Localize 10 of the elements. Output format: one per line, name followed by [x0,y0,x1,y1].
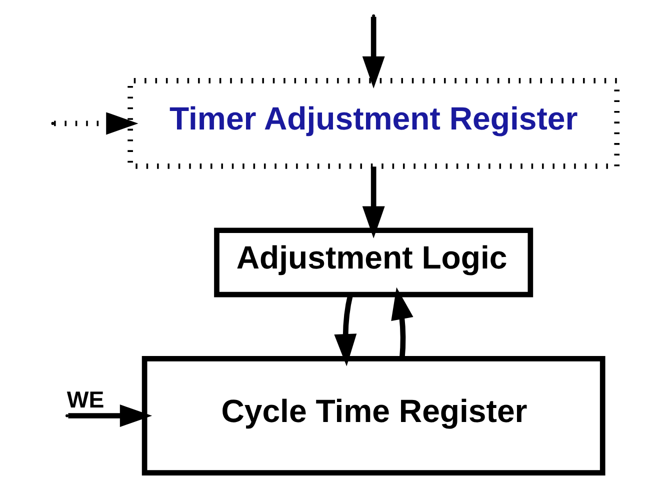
arrow [362,166,384,238]
arrow [334,294,356,366]
arrow [68,404,152,427]
node-box: Adjustment Logic [214,228,533,298]
arrow [390,287,413,358]
arrow [54,112,138,135]
node-box: Cycle Time Register [141,356,605,476]
arrow [362,16,384,89]
node-box: Timer Adjustment Register [127,78,620,169]
edge-label: WE [66,386,104,413]
